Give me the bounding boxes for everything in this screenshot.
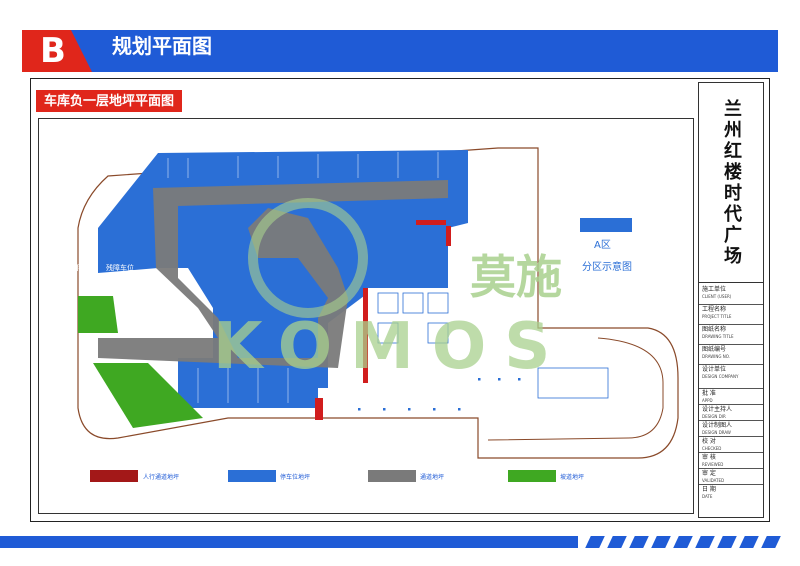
footer-stripe xyxy=(695,536,715,548)
footer-stripe xyxy=(585,536,605,548)
legend-label-parking: 停车位地坪 xyxy=(280,473,310,481)
ramp-green-lower xyxy=(93,363,203,428)
pedestrian-corridor-1 xyxy=(416,220,446,225)
footer-stripe xyxy=(761,536,781,548)
label-barrier-free-1: 残障车位 xyxy=(70,263,98,272)
pedestrian-corridor-3 xyxy=(315,398,323,420)
parking-stall-lines xyxy=(167,152,439,403)
project-name: 兰州红楼时代广场 xyxy=(721,98,742,267)
project-name-cell: 兰州红楼时代广场 xyxy=(699,83,763,283)
legend-swatch-pedestrian xyxy=(90,470,138,482)
label-barrier-free-2: 残障车位 xyxy=(106,263,134,272)
footer-stripe xyxy=(739,536,759,548)
ramp-green-upper xyxy=(78,296,118,333)
zone-caption: 分区示意图 xyxy=(582,260,632,273)
watermark-cn: 莫施 xyxy=(470,250,562,304)
drawing-subtitle: 车库负一层地坪平面图 xyxy=(36,90,183,112)
legend: 人行通道地坪 停车位地坪 通道地坪 坡道地坪 xyxy=(90,470,584,482)
plan-frame xyxy=(38,118,694,514)
page-title: 规划平面图 xyxy=(112,34,212,58)
structural-rooms xyxy=(377,292,609,399)
pedestrian-corridor-2 xyxy=(363,288,368,383)
pedestrian-corridor-4 xyxy=(446,226,451,246)
footer-stripe xyxy=(673,536,693,548)
outer-ramp-arc xyxy=(487,337,664,441)
footer-bar xyxy=(0,536,578,548)
parking-zone-main xyxy=(98,150,468,388)
legend-swatch-ramp xyxy=(508,470,556,482)
legend-swatch-driveway xyxy=(368,470,416,482)
watermark-logo-ring xyxy=(248,198,368,318)
drawing-frame xyxy=(30,78,770,522)
header-bar xyxy=(22,30,778,72)
footer-stripe xyxy=(629,536,649,548)
footer-stripe xyxy=(607,536,627,548)
legend-swatch-parking xyxy=(228,470,276,482)
legend-label-ramp: 坡道地坪 xyxy=(560,473,584,481)
legend-label-pedestrian: 人行通道地坪 xyxy=(143,473,179,481)
watermark-en: KOMOS xyxy=(213,310,568,384)
floor-plan: 残障车位 残障车位 A区 分区示意图 莫施 KOMOS 人行通道地坪 停车位地坪… xyxy=(70,147,679,482)
parking-zone-lower xyxy=(178,358,318,408)
site-outline xyxy=(77,147,679,459)
legend-label-driveway: 通道地坪 xyxy=(420,473,444,481)
footer-stripe xyxy=(651,536,671,548)
section-letter: B xyxy=(40,31,66,71)
zone-a-label: A区 xyxy=(594,239,611,251)
structural-columns xyxy=(358,378,521,411)
footer-stripe xyxy=(717,536,737,548)
zone-a-swatch xyxy=(580,218,632,232)
